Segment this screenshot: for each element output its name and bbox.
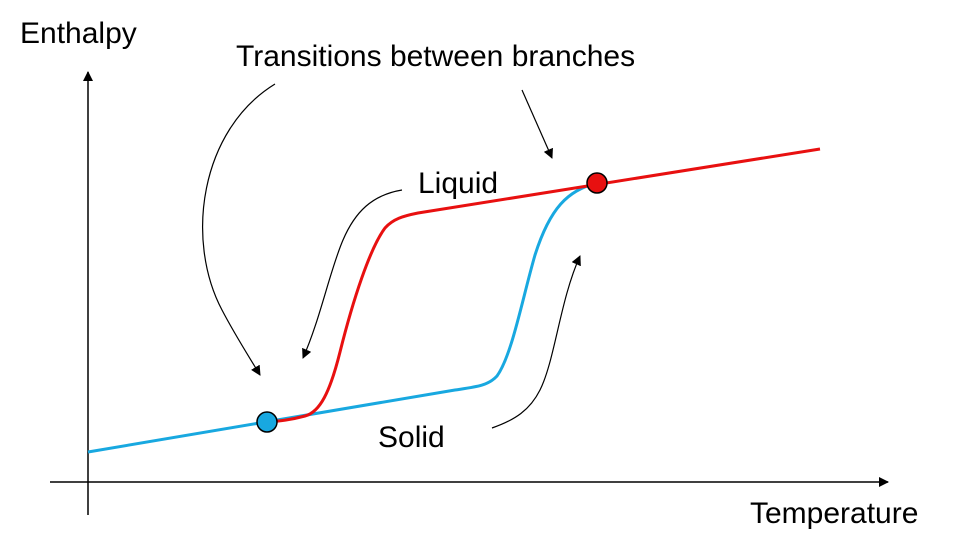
liquid-cooling-arrow bbox=[302, 189, 403, 359]
transitions-arrow-left bbox=[202, 83, 276, 376]
solid-branch-curve bbox=[87, 181, 598, 454]
liquid-branch-curve bbox=[266, 147, 821, 424]
x-axis-label: Temperature bbox=[750, 497, 918, 530]
transitions-label: Transitions between branches bbox=[236, 40, 635, 73]
liquid-label: Liquid bbox=[418, 167, 498, 200]
y-axis-label: Enthalpy bbox=[20, 17, 137, 50]
transitions-arrow-right bbox=[521, 89, 553, 159]
solid-to-liquid-transition-marker bbox=[586, 172, 608, 194]
solid-label: Solid bbox=[378, 421, 445, 454]
liquid-to-solid-transition-marker bbox=[256, 411, 278, 433]
solid-heating-arrow bbox=[491, 255, 581, 429]
